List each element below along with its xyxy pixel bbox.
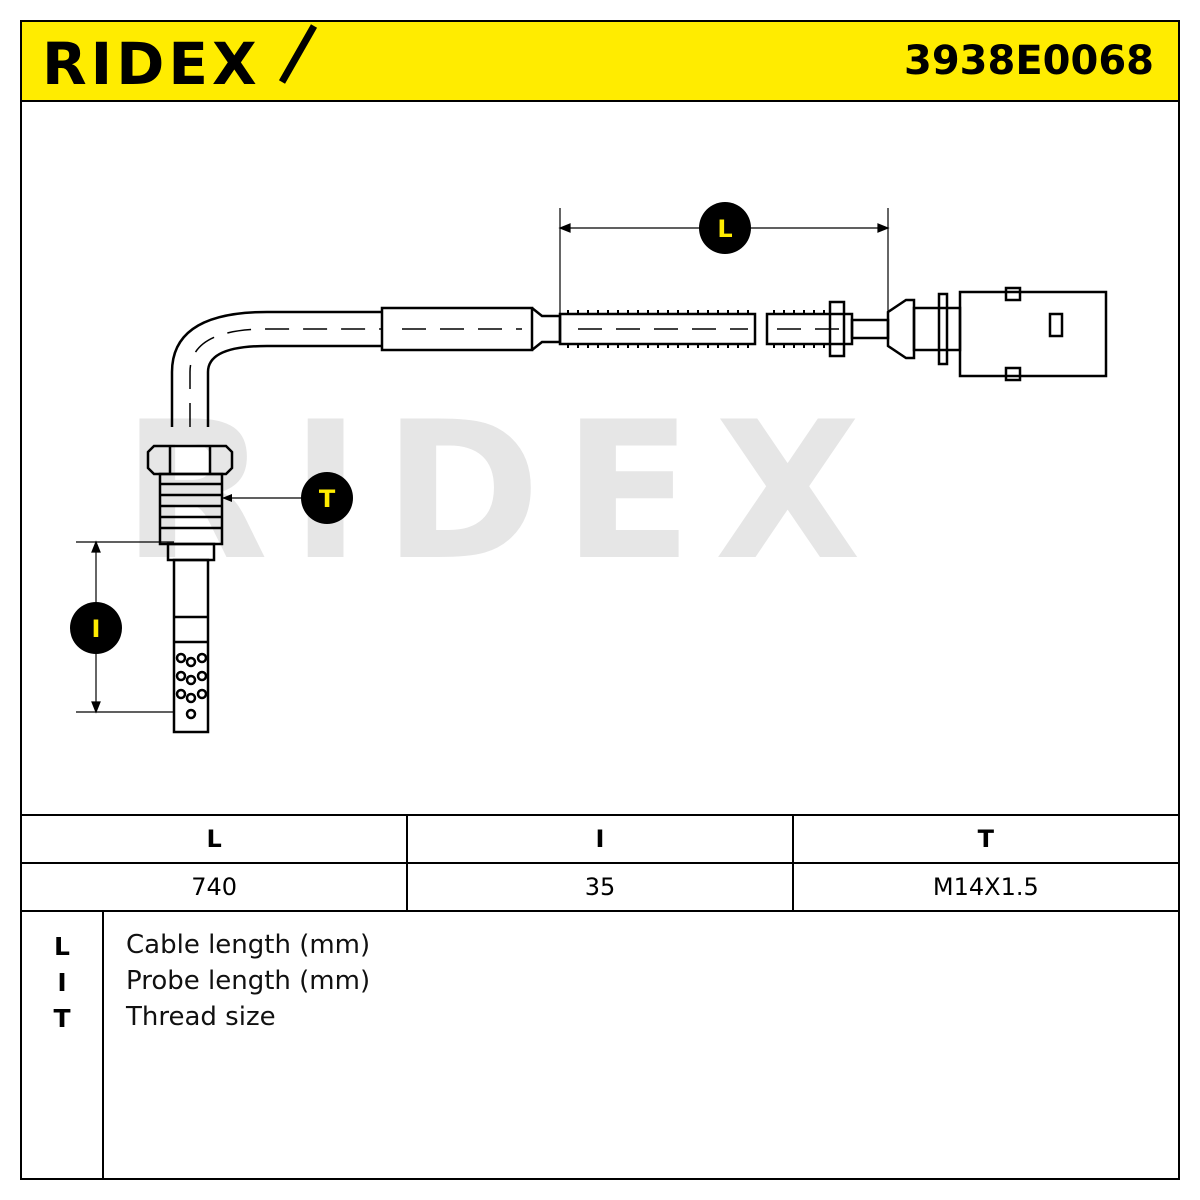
spec-header-i: I bbox=[406, 814, 794, 864]
spec-value-i: 35 bbox=[406, 862, 794, 912]
legend-desc-l: Cable length (mm) bbox=[126, 930, 371, 960]
svg-text:RIDEX: RIDEX bbox=[42, 30, 261, 98]
legend: L I T Cable length (mm) Probe length (mm… bbox=[22, 912, 1178, 1178]
svg-text:T: T bbox=[319, 485, 336, 513]
legend-key-i: I bbox=[57, 968, 67, 997]
svg-text:I: I bbox=[92, 615, 101, 643]
svg-text:L: L bbox=[717, 215, 732, 243]
legend-key-l: L bbox=[54, 932, 70, 961]
spec-value-l: 740 bbox=[22, 862, 409, 912]
sensor-drawing: RIDEX bbox=[70, 202, 1108, 734]
part-number: 3938E0068 bbox=[904, 38, 1154, 84]
legend-keys: L I T bbox=[22, 912, 104, 1178]
callout-l: L bbox=[699, 202, 751, 254]
spec-header-row: L I T bbox=[22, 814, 1178, 864]
callout-i: I bbox=[70, 602, 122, 654]
spec-header-l: L bbox=[22, 814, 409, 864]
callout-t: T bbox=[301, 472, 353, 524]
spec-value-row: 740 35 M14X1.5 bbox=[22, 862, 1178, 912]
legend-desc-i: Probe length (mm) bbox=[126, 966, 371, 996]
sheet: RIDEX 3938E0068 RIDEX bbox=[20, 20, 1180, 1180]
spec-header-t: T bbox=[791, 814, 1178, 864]
spec-value-t: M14X1.5 bbox=[791, 862, 1178, 912]
legend-desc-t: Thread size bbox=[126, 1002, 276, 1032]
ridex-logo: RIDEX bbox=[42, 24, 318, 98]
spec-table: L I T 740 35 M14X1.5 bbox=[22, 814, 1178, 912]
watermark: RIDEX bbox=[122, 381, 883, 602]
header-bar: RIDEX 3938E0068 bbox=[22, 22, 1178, 102]
legend-key-t: T bbox=[53, 1004, 71, 1033]
